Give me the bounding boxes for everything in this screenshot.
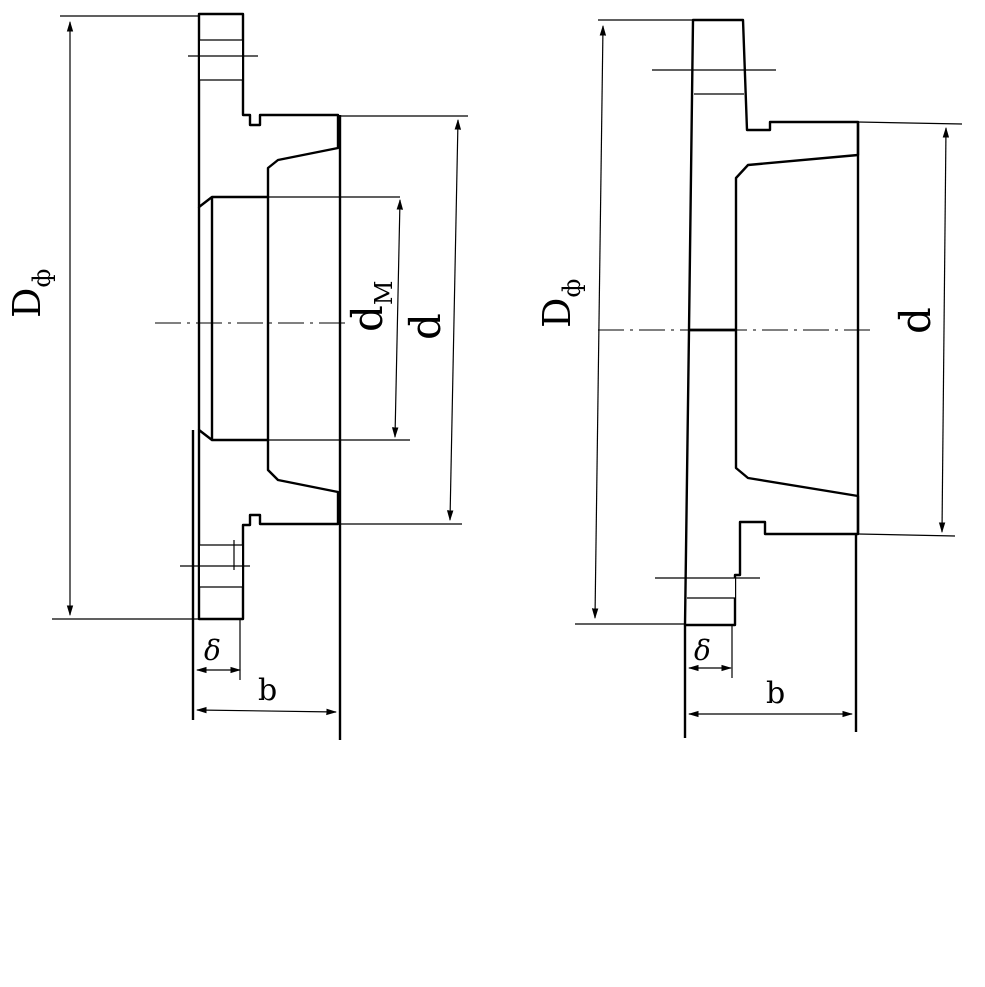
left-flange-drawing — [52, 12, 468, 740]
left-bolt-hole-top — [200, 40, 242, 80]
svg-text:d: d — [401, 313, 450, 340]
right-label-b: b — [766, 676, 785, 711]
left-dim-d — [446, 118, 462, 522]
left-label-Dф: Dф — [5, 269, 56, 318]
right-dim-d — [938, 126, 950, 534]
right-dim-Dф — [591, 24, 607, 620]
right-flange-drawing — [575, 18, 963, 738]
svg-text:d: d — [891, 307, 940, 334]
left-label-b: b — [258, 673, 277, 708]
svg-text:Dф: Dф — [5, 269, 56, 318]
left-label-delta: δ — [204, 634, 221, 667]
right-label-d: d — [891, 307, 940, 334]
svg-text:dМ: dМ — [343, 281, 398, 332]
right-section-upper — [687, 18, 860, 332]
right-label-Dф: Dф — [535, 279, 586, 328]
left-label-d: d — [401, 313, 450, 340]
right-section-lower — [683, 328, 860, 627]
svg-text:Dф: Dф — [535, 279, 586, 328]
left-section-lower — [197, 428, 340, 621]
left-label-dM: dМ — [343, 281, 398, 332]
right-label-delta: δ — [694, 634, 711, 667]
left-dim-dM — [391, 198, 404, 439]
left-dim-b — [195, 706, 338, 716]
